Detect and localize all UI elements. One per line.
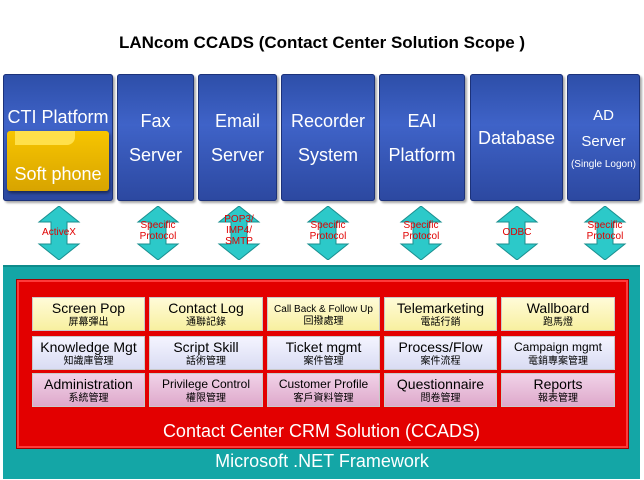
ad-double-arrow: [583, 206, 627, 260]
cti-protocol-label: ActiveX: [42, 227, 76, 238]
cti-platform-label: CTI Platform: [7, 107, 109, 127]
dotnet-framework-label: Microsoft .NET Framework: [215, 451, 429, 471]
database-double-arrow: [495, 206, 539, 260]
diagram-title: LANcom CCADS (Contact Center Solution Sc…: [118, 33, 526, 52]
fax-server-line2: Server: [128, 144, 182, 165]
database-label: Database: [477, 127, 556, 148]
eai-double-arrow: [399, 206, 443, 260]
fax-server-box: Fax Server: [117, 74, 194, 201]
eai-platform-line1: EAI: [407, 110, 437, 131]
fax-double-arrow: [136, 206, 180, 260]
soft-phone-box: Soft phone: [7, 131, 109, 191]
eai-platform-line2: Platform: [388, 144, 456, 165]
database-box: Database: [470, 74, 563, 201]
cti-double-arrow: [37, 206, 81, 260]
ad-server-line1: AD: [593, 107, 614, 124]
recorder-system-box: Recorder System: [281, 74, 375, 201]
eai-platform-box: EAI Platform: [379, 74, 465, 201]
email-server-box: Email Server: [198, 74, 277, 201]
recorder-double-arrow: [306, 206, 350, 260]
email-server-line2: Server: [210, 144, 264, 165]
ad-server-box: AD Server (Single Logon): [567, 74, 640, 201]
email-protocol-label: POP3/IMP4/SMTP: [224, 214, 254, 247]
ad-server-line3: (Single Logon): [570, 159, 637, 170]
soft-phone-label: Soft phone: [14, 164, 102, 184]
ad-server-line2: Server: [581, 133, 626, 150]
recorder-system-line1: Recorder: [290, 110, 366, 131]
fax-server-line1: Fax: [140, 110, 171, 131]
cti-platform-box: CTI Platform Soft phone: [3, 74, 113, 201]
recorder-system-line2: System: [297, 144, 358, 165]
database-protocol-label: ODBC: [502, 227, 532, 238]
crm-solution-label: Contact Center CRM Solution (CCADS): [162, 421, 481, 441]
email-double-arrow: [217, 206, 261, 260]
email-server-line1: Email: [214, 110, 260, 131]
